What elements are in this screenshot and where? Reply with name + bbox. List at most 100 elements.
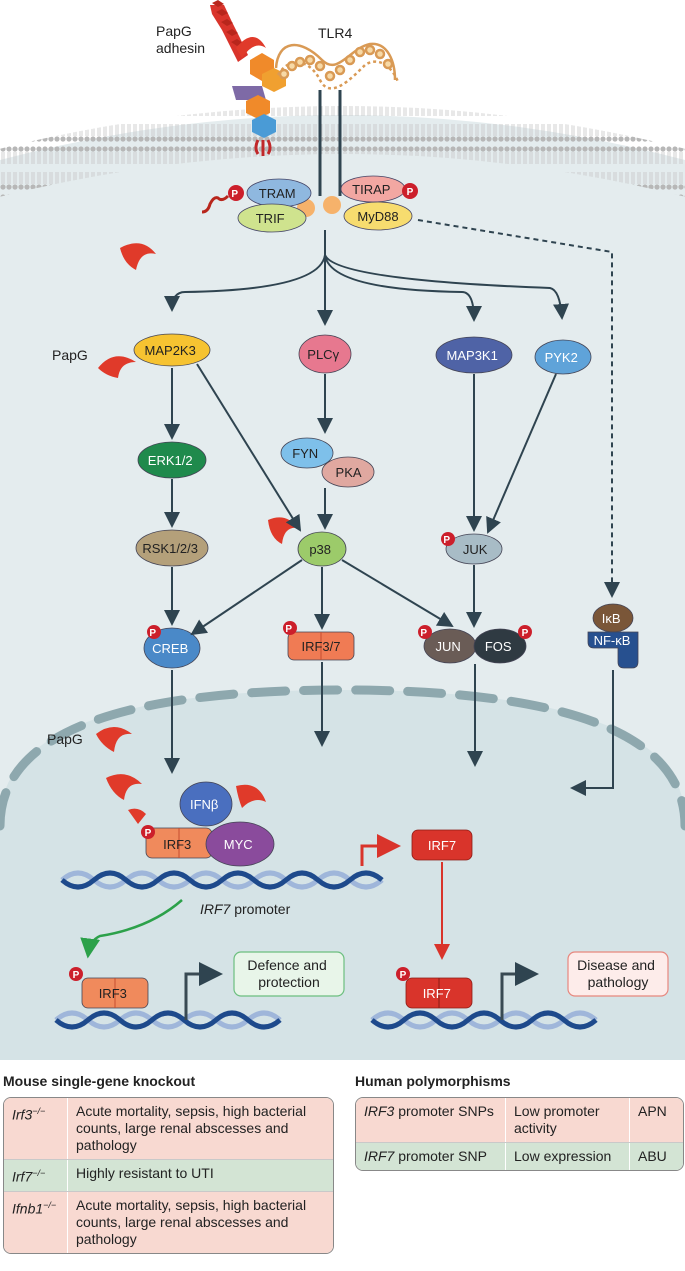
- p38-node: [297, 531, 347, 567]
- irf3-dimer-phospho-label: P: [73, 970, 80, 981]
- pka-label: PKA: [336, 465, 362, 480]
- fos-node: [473, 628, 527, 664]
- tirap-phospho-label: P: [407, 187, 414, 198]
- svg-text:IRF7 P: IRF7 P: [400, 970, 456, 1002]
- svg-text:P P P P P: P P P P P: [149, 535, 528, 639]
- table-row: Irf3−/− Acute mortality, sepsis, high ba…: [4, 1098, 333, 1160]
- svg-text:IRF3 P: IRF3 P: [73, 970, 132, 1002]
- table-row: Irf7−/− Highly resistant to UTI: [4, 1160, 333, 1192]
- creb-phospho-label: P: [149, 628, 156, 639]
- phenotype-cell: Acute mortality, sepsis, high bacterial …: [76, 1196, 307, 1247]
- irf7-promoter-label: IRF7 promoter: [200, 901, 291, 917]
- dna-helix-irf3: [54, 1010, 282, 1030]
- map2k3-label: MAP2K3: [145, 343, 196, 358]
- mouse-knockout-table: Irf3−/− Acute mortality, sepsis, high ba…: [3, 1097, 334, 1254]
- tlr4-signaling-diagram: PapG adhesin TLR4 TRAM TRIF TIRAP MyD88 …: [0, 0, 685, 1060]
- defence-label: Defence and protection: [247, 957, 330, 990]
- papg-label: PapG: [52, 347, 88, 363]
- juk-phospho-label: P: [443, 535, 450, 546]
- nuclear-envelope: [0, 685, 685, 831]
- gene-cell: Ifnb1−/−: [4, 1191, 68, 1253]
- fos-phospho-label: P: [522, 628, 529, 639]
- effect-cell: Low promoter activity: [506, 1098, 630, 1142]
- human-polymorphism-table: IRF3 promoter SNPs Low promoter activity…: [355, 1097, 684, 1171]
- papg-adhesin-label: PapG adhesin: [156, 23, 205, 56]
- erk-label: ERK1/2: [148, 453, 193, 468]
- disease-label: Disease and pathology: [577, 957, 659, 990]
- myc-label: MYC: [224, 837, 253, 852]
- adaptor-complex: [201, 175, 418, 233]
- jun-label: JUN: [436, 639, 461, 654]
- creb-label: CREB: [152, 641, 188, 656]
- outcome-cell: ABU: [638, 1148, 667, 1164]
- irf3-phospho-label: P: [145, 828, 152, 839]
- papg-crescent: [98, 356, 136, 378]
- rsk-label: RSK1/2/3: [142, 541, 198, 556]
- papg-adhesin: [210, 0, 286, 156]
- phenotype-cell: Highly resistant to UTI: [76, 1165, 214, 1181]
- gene-cell: Irf3−/−: [4, 1098, 68, 1159]
- fyn-node: [280, 437, 334, 469]
- irf37-label: IRF3/7: [301, 639, 340, 654]
- nfkb-node: [587, 631, 639, 669]
- plcg-label: PLCγ: [307, 347, 339, 362]
- ifnb-label: IFNβ: [190, 797, 218, 812]
- kinase-nodes: [133, 333, 639, 669]
- promoter-complex: [106, 774, 275, 867]
- branch-arrows: [164, 219, 620, 598]
- irf7-dimer-label: IRF7: [423, 986, 451, 1001]
- irf7-product-label: IRF7: [428, 838, 456, 853]
- map3k1-label: MAP3K1: [447, 348, 498, 363]
- pathway-arrows: [164, 363, 614, 796]
- map2k3-node: [133, 333, 211, 367]
- p38-label: p38: [309, 542, 331, 557]
- defence-box: [233, 951, 345, 997]
- trif-node: [237, 203, 307, 233]
- table-row: IRF7 promoter SNP Low expression ABU: [356, 1143, 683, 1170]
- pka-node: [321, 456, 375, 488]
- myc-node: [205, 821, 275, 867]
- irf7-product-node: [411, 829, 473, 861]
- tlr4-label: TLR4: [318, 25, 352, 41]
- disease-box: [567, 951, 669, 997]
- mouse-table-title: Mouse single-gene knockout: [3, 1073, 196, 1089]
- papg-label: PapG: [47, 731, 83, 747]
- table-row: Ifnb1−/− Acute mortality, sepsis, high b…: [4, 1191, 333, 1253]
- pyk2-label: PYK2: [545, 350, 578, 365]
- jun-phospho-label: P: [420, 628, 427, 639]
- myd88-label: MyD88: [357, 209, 398, 224]
- dna-helix-promoter: [60, 870, 384, 890]
- trif-label: TRIF: [256, 211, 285, 226]
- irf3-bottom: [69, 951, 345, 1020]
- phenotype-cell: Acute mortality, sepsis, high bacterial …: [76, 1103, 307, 1153]
- tlr4-receptor: [274, 42, 400, 196]
- human-table-title: Human polymorphisms: [355, 1073, 511, 1089]
- irf7-dimer-phospho-label: P: [400, 970, 407, 981]
- svg-text:P P: P P: [231, 187, 413, 200]
- variant-cell: IRF3 promoter SNPs: [356, 1098, 506, 1142]
- tirap-label: TIRAP: [352, 182, 390, 197]
- irf3-promoter-label: IRF3: [163, 837, 191, 852]
- svg-text:IFNβ IRF3 MYC P: IFNβ IRF3 MYC P: [145, 797, 257, 852]
- juk-node: [445, 533, 503, 565]
- irf3-dimer-label: IRF3: [99, 986, 127, 1001]
- pyk2-node: [534, 339, 592, 375]
- gene-cell: Irf7−/−: [4, 1160, 68, 1191]
- phospho-markers: [147, 532, 532, 639]
- nfkb-label: NF-κB: [594, 633, 631, 648]
- variant-cell: IRF7 promoter SNP: [356, 1143, 506, 1170]
- tram-label: TRAM: [259, 186, 296, 201]
- dna-helix-irf7: [370, 1010, 598, 1030]
- outcome-cell: APN: [638, 1103, 667, 1119]
- fos-label: FOS: [485, 639, 512, 654]
- cell-membrane: [0, 106, 685, 197]
- myd88-node: [343, 201, 413, 231]
- tables-section: Mouse single-gene knockout Irf3−/− Acute…: [0, 1060, 685, 1271]
- svg-text:MAP2K3 PLCγ FYN PK: MAP2K3 PLCγ FYN PKA RSK1/2/3 p38 JUK IRF…: [142, 343, 491, 654]
- papg-crescent: [120, 243, 156, 270]
- plcg-node: [298, 334, 352, 374]
- tram-phospho-label: P: [231, 189, 238, 200]
- effect-cell: Low expression: [506, 1143, 630, 1170]
- fyn-label: FYN: [292, 446, 318, 461]
- ikb-label: IκB: [602, 611, 621, 626]
